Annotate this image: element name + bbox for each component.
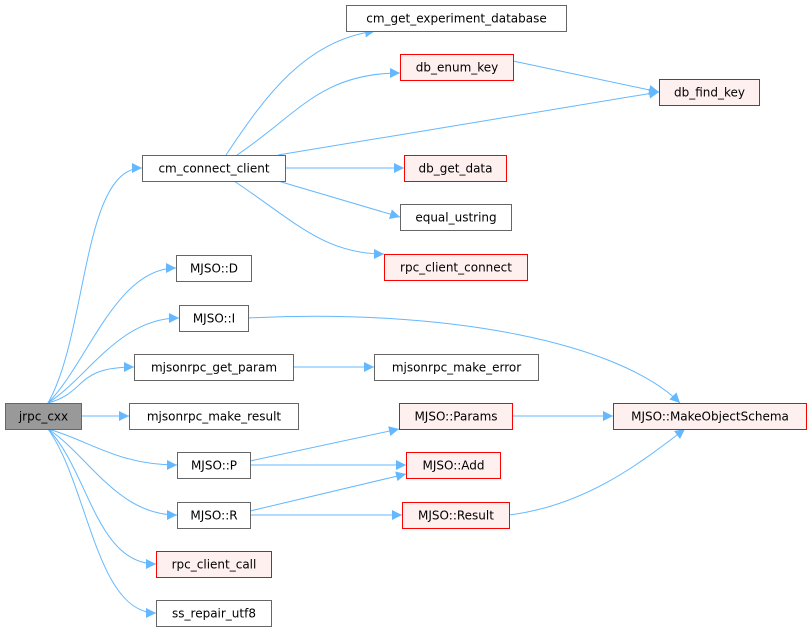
node-label: cm_connect_client xyxy=(158,162,269,176)
node-label: cm_get_experiment_database xyxy=(366,12,547,26)
edge-jrpc-cxx-to-rpc-client-call xyxy=(47,428,157,569)
node-box xyxy=(134,354,294,381)
node-box xyxy=(402,502,510,529)
edges xyxy=(47,27,686,618)
edge-cm-connect-client-to-equal-ustring xyxy=(277,180,401,219)
node-cm-get-experiment-database[interactable]: cm_get_experiment_database xyxy=(346,5,567,32)
edge-mjso-r-to-mjso-add xyxy=(249,471,407,512)
edge-mjso-i-to-mjso-makeobjectschema xyxy=(247,315,681,404)
edge-jrpc-cxx-to-mjsonrpc-get-param xyxy=(47,362,135,404)
node-box xyxy=(177,452,251,479)
node-mjso-d[interactable]: MJSO::D xyxy=(176,255,252,282)
edge-jrpc-cxx-to-ss-repair-utf8 xyxy=(47,428,157,618)
node-mjso-i[interactable]: MJSO::I xyxy=(179,305,249,332)
node-label: db_find_key xyxy=(674,86,745,100)
node-label: MJSO::Params xyxy=(414,410,497,424)
edge-jrpc-cxx-to-mjso-p xyxy=(47,428,178,470)
node-mjso-makeobjectschema[interactable]: MJSO::MakeObjectSchema xyxy=(613,403,807,430)
node-mjso-add[interactable]: MJSO::Add xyxy=(406,452,501,479)
node-db-find-key[interactable]: db_find_key xyxy=(659,79,760,106)
node-equal-ustring[interactable]: equal_ustring xyxy=(400,204,512,231)
edge-cm-connect-client-to-db-find-key xyxy=(277,88,660,156)
node-mjsonrpc-get-param[interactable]: mjsonrpc_get_param xyxy=(134,354,294,381)
node-box xyxy=(176,255,252,282)
node-box xyxy=(374,354,539,381)
node-label: MJSO::I xyxy=(193,312,235,326)
node-label: rpc_client_call xyxy=(172,558,257,572)
edge-db-enum-key-to-db-find-key xyxy=(512,60,660,95)
node-box xyxy=(659,79,760,106)
node-label: MJSO::P xyxy=(191,459,237,473)
edge-mjso-p-to-mjso-params xyxy=(249,426,400,462)
node-label: ss_repair_utf8 xyxy=(172,607,256,621)
node-label: MJSO::R xyxy=(190,509,237,523)
node-box xyxy=(177,502,251,529)
node-label: MJSO::Result xyxy=(418,509,494,523)
node-cm-connect-client[interactable]: cm_connect_client xyxy=(142,155,286,182)
node-box xyxy=(404,155,507,182)
node-db-get-data[interactable]: db_get_data xyxy=(404,155,507,182)
edge-mjso-result-to-mjso-makeobjectschema xyxy=(508,428,686,516)
node-label: mjsonrpc_make_error xyxy=(392,361,521,375)
node-box xyxy=(384,254,528,281)
node-mjso-p[interactable]: MJSO::P xyxy=(177,452,251,479)
edge-cm-connect-client-to-db-enum-key xyxy=(236,68,401,156)
node-mjsonrpc-make-error[interactable]: mjsonrpc_make_error xyxy=(374,354,539,381)
node-label: MJSO::D xyxy=(190,262,238,276)
edge-jrpc-cxx-to-mjso-r xyxy=(47,428,178,520)
edge-jrpc-cxx-to-cm-connect-client xyxy=(47,163,143,404)
node-label: mjsonrpc_make_result xyxy=(147,410,282,424)
node-ss-repair-utf8[interactable]: ss_repair_utf8 xyxy=(156,600,272,627)
node-box xyxy=(399,403,513,430)
node-box xyxy=(400,54,514,81)
node-box xyxy=(156,600,272,627)
node-mjso-result[interactable]: MJSO::Result xyxy=(402,502,510,529)
node-mjsonrpc-make-result[interactable]: mjsonrpc_make_result xyxy=(129,403,299,430)
node-label: db_enum_key xyxy=(416,61,499,75)
node-label: MJSO::Add xyxy=(422,459,484,473)
node-label: equal_ustring xyxy=(415,211,496,225)
node-box xyxy=(346,5,567,32)
node-box xyxy=(400,204,512,231)
node-rpc-client-connect[interactable]: rpc_client_connect xyxy=(384,254,528,281)
edge-cm-connect-client-to-rpc-client-connect xyxy=(233,180,385,259)
edge-jrpc-cxx-to-mjso-d xyxy=(47,263,177,404)
node-box xyxy=(613,403,807,430)
node-box xyxy=(156,551,272,578)
node-db-enum-key[interactable]: db_enum_key xyxy=(400,54,514,81)
node-label: mjsonrpc_get_param xyxy=(151,361,277,375)
node-mjso-params[interactable]: MJSO::Params xyxy=(399,403,513,430)
edge-cm-connect-client-to-cm-get-experiment-database xyxy=(225,27,376,156)
edge-jrpc-cxx-to-mjso-i xyxy=(47,313,180,404)
node-jrpc-cxx[interactable]: jrpc_cxx xyxy=(5,403,82,430)
node-box xyxy=(129,403,299,430)
node-box xyxy=(142,155,286,182)
node-rpc-client-call[interactable]: rpc_client_call xyxy=(156,551,272,578)
node-label: jrpc_cxx xyxy=(18,410,68,424)
node-box xyxy=(179,305,249,332)
node-box xyxy=(5,403,82,430)
node-box xyxy=(406,452,501,479)
node-label: MJSO::MakeObjectSchema xyxy=(631,410,789,424)
node-mjso-r[interactable]: MJSO::R xyxy=(177,502,251,529)
node-label: rpc_client_connect xyxy=(400,261,512,275)
nodes: jrpc_cxx cm_connect_clientMJSO::DMJSO::Im… xyxy=(5,5,807,627)
node-label: db_get_data xyxy=(419,162,493,176)
